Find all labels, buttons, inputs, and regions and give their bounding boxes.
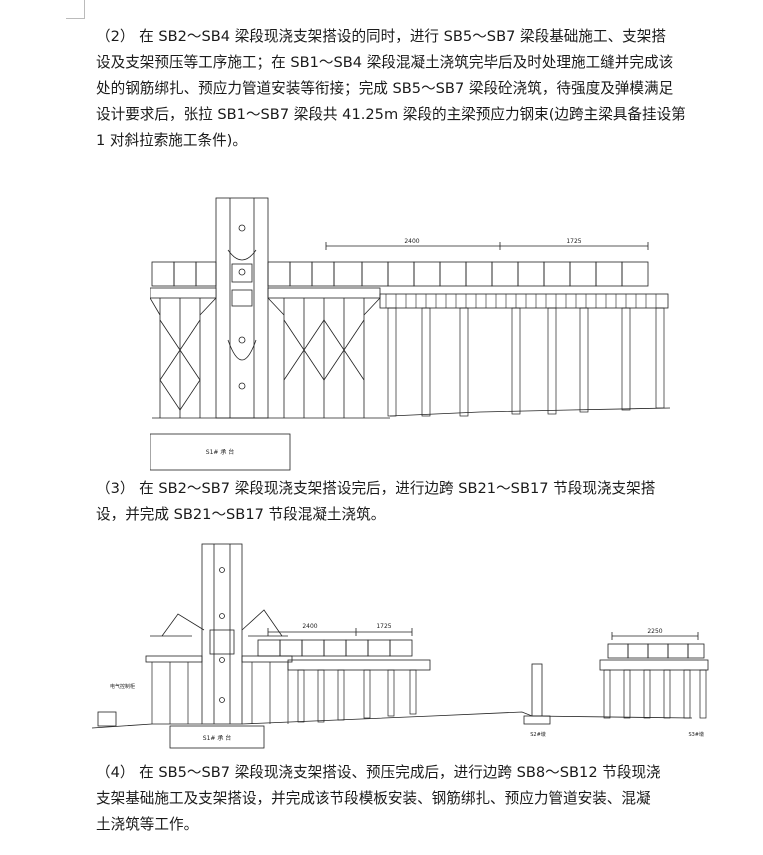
text-line: 设计要求后，张拉 SB1～SB7 梁段共 41.25m 梁段的主梁预应力钢束(边… — [96, 106, 686, 123]
control-cabinet — [97, 711, 117, 727]
dimension-label: 2250 — [647, 628, 662, 635]
paragraph-step-2: （2） 在 SB2～SB4 梁段现浇支架搭设的同时，进行 SB5～SB7 梁段基… — [96, 24, 706, 154]
text-line: 支架基础施工及支架搭设，并完成该节段模板安装、钢筋绑扎、预应力管道安装、混凝 — [96, 790, 651, 807]
paragraph-step-4: （4） 在 SB5～SB7 梁段现浇支架搭设、预压完成后，进行边跨 SB8～SB… — [96, 760, 706, 838]
text-line: （2） 在 SB2～SB4 梁段现浇支架搭设的同时，进行 SB5～SB7 梁段基… — [96, 28, 666, 45]
girder-segments-side — [607, 643, 705, 659]
steel-pipe-piers — [151, 662, 417, 724]
dimension-label: 2400 — [404, 238, 419, 245]
construction-drawing-stage-2: 2400 1725 — [149, 190, 710, 472]
deck-crane — [161, 609, 283, 637]
text-line: 设及支架预压等工序施工；在 SB1～SB4 梁段混凝土浇筑完毕后及时处理施工缝并… — [96, 54, 674, 71]
dimension-label: 1725 — [566, 238, 581, 245]
girder-segments — [151, 261, 649, 287]
text-line: （4） 在 SB5～SB7 梁段现浇支架搭设、预压完成后，进行边跨 SB8～SB… — [96, 764, 661, 781]
foundation-label: S1# 承 台 — [203, 734, 231, 742]
text-line: 1 对斜拉索施工条件)。 — [96, 132, 247, 149]
dimension-label: 1725 — [376, 623, 391, 630]
construction-drawing-stage-3: 2400 1725 电气控制柜 S1# 承 台 S2#墩 2250 S3#墩 — [91, 540, 717, 752]
distribution-beam — [287, 659, 431, 671]
paragraph-step-3: （3） 在 SB2～SB7 梁段现浇支架搭设完后，进行边跨 SB21～SB17 … — [96, 476, 706, 528]
text-line: （3） 在 SB2～SB7 梁段现浇支架搭设完后，进行边跨 SB21～SB17 … — [96, 480, 656, 497]
tower-column — [201, 543, 243, 725]
text-line: 设，并完成 SB21～SB17 节段混凝土浇筑。 — [96, 506, 386, 523]
support-frame-left — [149, 297, 217, 418]
page-corner-mark — [66, 0, 85, 19]
text-line: 处的钢筋绑扎、预应力管道安装等衔接；完成 SB5～SB7 梁段砼浇筑，待强度及弹… — [96, 80, 674, 97]
steel-pipe-piers — [387, 307, 665, 417]
pier-s2 — [531, 663, 543, 717]
foundation-label: S1# 承 台 — [206, 448, 234, 456]
pile-cap — [149, 433, 291, 471]
dimension-label: 2400 — [302, 623, 317, 630]
crane-label: 电气控制柜 — [110, 683, 135, 690]
pile-cap — [169, 725, 265, 749]
girder-segments-main — [257, 639, 413, 657]
support-frame-right — [267, 297, 381, 418]
text-line: 土浇筑等工作。 — [96, 816, 199, 833]
distribution-beam — [379, 293, 669, 309]
pier-label: S3#墩 — [688, 731, 704, 738]
pier-label: S2#墩 — [530, 731, 546, 738]
